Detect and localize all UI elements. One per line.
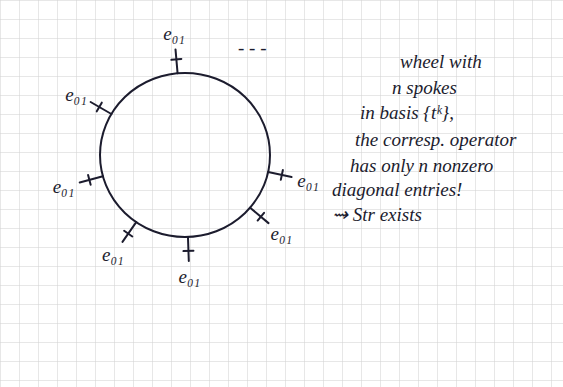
spoke-label: e₀₁ (297, 171, 319, 190)
spoke (176, 49, 178, 73)
wheel (80, 49, 292, 261)
spoke-tick (258, 213, 264, 221)
spoke (91, 102, 112, 114)
note-text: n spokes (392, 78, 457, 97)
spoke (122, 222, 136, 242)
spoke-label: e₀₁ (53, 177, 75, 196)
spoke (187, 237, 190, 261)
spoke (250, 208, 268, 223)
spoke-tick (183, 250, 193, 252)
ellipsis: - - - (238, 38, 266, 57)
spoke-tick (97, 103, 102, 112)
spoke-label: e₀₁ (102, 245, 124, 264)
note-text: has only n nonzero (350, 156, 493, 175)
note-text: wheel with (400, 52, 482, 71)
spoke-label: e₀₁ (179, 267, 201, 286)
spoke-tick (281, 170, 283, 180)
spoke-tick (124, 231, 132, 237)
spoke (80, 176, 103, 182)
note-text: in basis {tᵏ}, (360, 103, 454, 122)
spoke-tick (88, 175, 91, 185)
spoke (268, 172, 291, 177)
spoke-tick (171, 58, 181, 61)
spoke-label: e₀₁ (65, 85, 87, 104)
note-text: the corresp. operator (355, 130, 516, 149)
spoke-label: e₀₁ (163, 24, 185, 43)
note-text: ⇝ Str exists (332, 205, 422, 224)
spoke-label: e₀₁ (271, 224, 293, 243)
note-text: diagonal entries! (332, 180, 462, 199)
wheel-rim (100, 73, 270, 237)
